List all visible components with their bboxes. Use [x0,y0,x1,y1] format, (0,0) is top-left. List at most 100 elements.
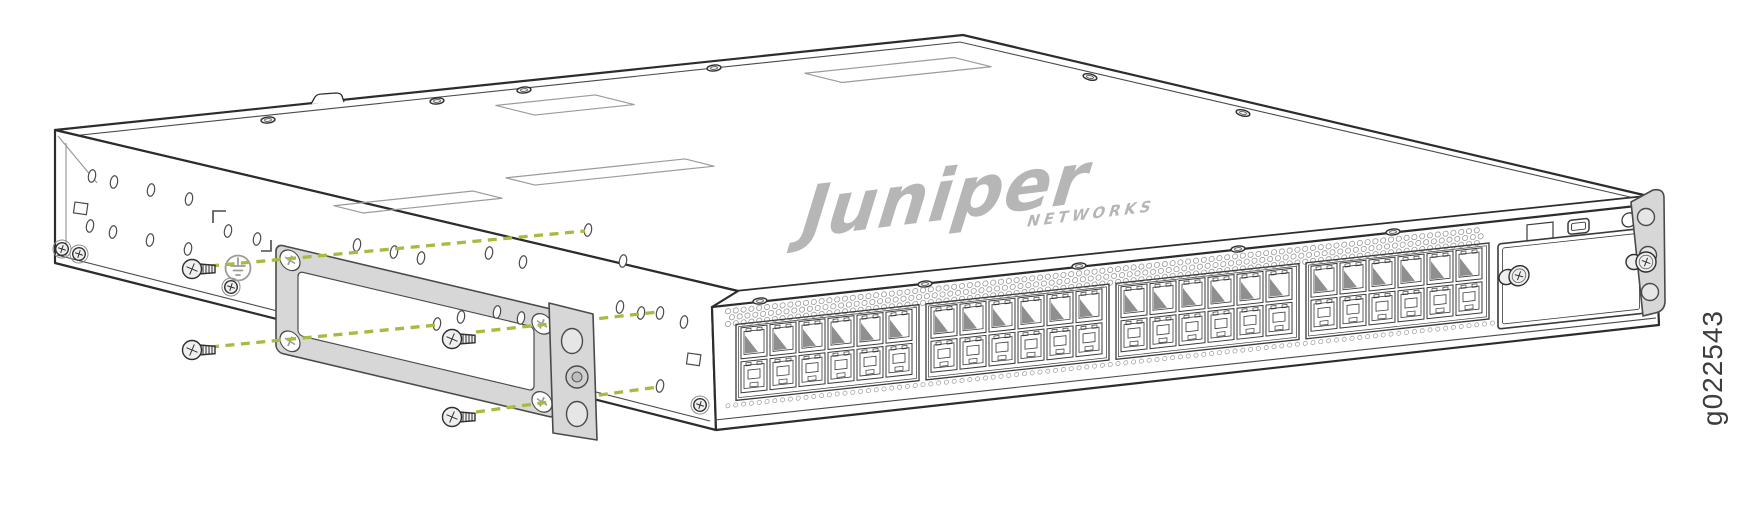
rj45-port [1178,311,1206,347]
panel-hole [492,305,502,319]
rj45-port [930,337,958,373]
top-cover-screws [260,64,1401,305]
rj45-port [1455,281,1483,317]
mini-usb-inner [1571,221,1586,231]
jack-shadow [1125,294,1138,313]
panel-hole [252,232,262,246]
chassis-screw [516,86,532,94]
rj45-port [988,297,1016,333]
chassis-screw [1230,245,1246,253]
rj45-port [798,318,826,354]
jack-shadow [832,326,845,345]
rj45-port [1368,256,1396,292]
rj45-port [1046,325,1074,361]
holes-through-bracket-opening [432,305,526,331]
rj45-port [1455,247,1483,283]
top-vent-recess [495,94,635,116]
rj45-port [1046,291,1074,327]
jack-shadow [964,311,977,330]
mounting-screws [181,258,476,428]
rj45-port [1236,270,1264,306]
rj45-port [1017,328,1045,364]
panel-hole [432,317,442,331]
jack-shadow [1344,270,1357,289]
rj45-port [769,321,797,357]
mounting-screw [441,406,476,428]
port-block-frame [925,283,1110,381]
rj45-port [740,324,768,360]
panel-hole [655,379,665,393]
rj45-port [1265,301,1293,337]
port-block-inner-frame [928,286,1107,378]
label-corner-mark-top [212,210,226,223]
panel-hole [655,306,665,320]
jack-shadow [774,332,787,351]
flange-rack-hole-top [560,327,584,355]
panel-hole [636,306,646,320]
panel-hole [146,183,156,197]
rj45-port [1207,308,1235,343]
top-vent-recess [333,190,503,214]
panel-hole [416,251,426,265]
port-block-inner-frame [1118,265,1297,357]
rj45-port [1178,277,1206,313]
panel-screw [221,277,241,297]
rj45-port [1426,250,1454,286]
rj45-port [1120,283,1148,319]
panel-hole [109,175,119,189]
chassis-screw [1071,262,1087,270]
grounding-symbol-glyph [230,257,246,276]
rj45-port [1368,290,1396,326]
jack-shadow [993,308,1006,327]
front-right-section [1497,212,1645,330]
jack-shadow [803,329,816,348]
chassis-screw [260,116,276,124]
mid-mount-bracket [275,244,557,418]
port-block-inner-frame [738,307,917,399]
front-bottom-lip [714,317,1657,421]
top-vent-recess [804,56,992,84]
mounting-screw [181,339,216,361]
rj45-port [1236,304,1264,340]
jack-shadow [890,319,903,338]
rj45-port [1339,259,1367,295]
panel-hole [183,242,193,256]
grounding-point [224,254,252,282]
rj45-port [885,308,913,344]
jack-shadow [1315,273,1328,292]
panel-hole [223,224,233,238]
rj45-port [1265,267,1293,303]
panel-cutout [72,201,89,216]
jack-shadow [1183,288,1196,307]
flange-center-boss-inner [571,371,583,383]
chassis-screw [1082,72,1098,82]
rj45-port [1426,284,1454,320]
top-vent-recesses [333,56,992,214]
jack-shadow [1080,299,1093,318]
jack-shadow [1212,284,1225,303]
rj45-port [769,355,797,391]
chassis-screw [1235,108,1251,118]
jack-shadow [861,322,874,341]
cover-thumbscrew-left [1498,264,1530,287]
panel-hole [87,169,97,183]
bracket-frame-opening [297,271,535,391]
rj45-port [959,300,987,336]
panel-cutouts [72,201,702,367]
port-block [1115,262,1300,361]
chassis-screw [1385,228,1401,236]
port-block-inner-frame [1308,245,1487,337]
rj45-port [1149,280,1177,316]
port-block-frame [1115,262,1300,361]
rear-handle [310,92,345,105]
jack-shadow [1241,281,1254,300]
rj45-port-blocks [735,242,1490,402]
rj45-port [827,315,855,351]
panel-hole [108,225,118,239]
panel-mounting-holes [85,169,689,393]
jack-shadow [1373,267,1386,286]
rj45-port [930,303,958,339]
label-corner-mark-bottom [261,240,272,252]
rj45-port [1149,314,1177,350]
